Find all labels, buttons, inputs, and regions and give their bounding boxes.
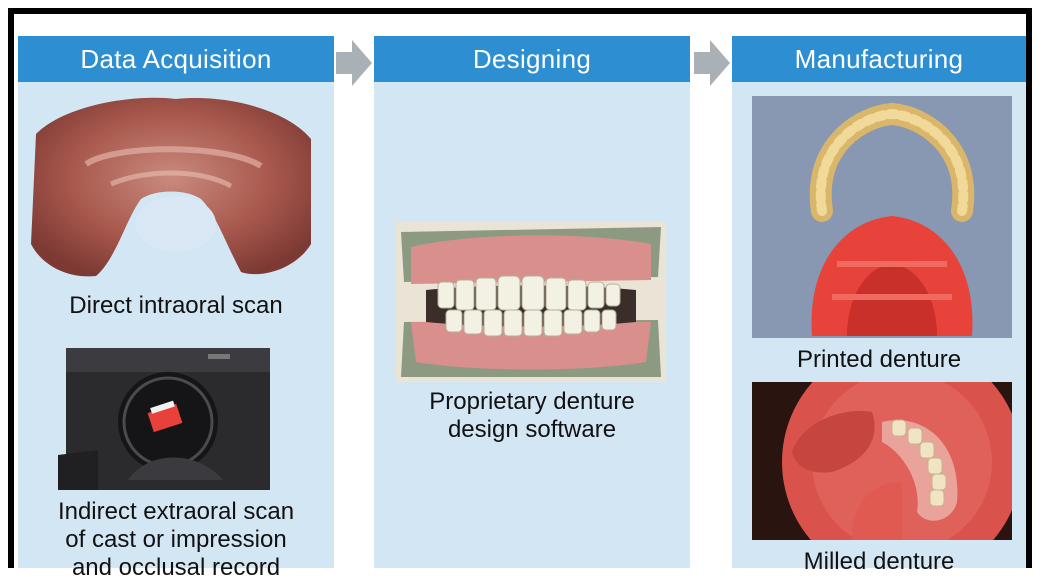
printed-denture-image [752,96,1012,338]
intraoral-scan-image [26,94,316,284]
workflow-diagram: Data Acquisition Direct intraoral scan [8,8,1032,568]
milled-denture-image [752,382,1012,540]
arrow-right-icon [336,40,372,86]
stage-title-designing: Designing [374,36,690,82]
caption-printed-denture: Printed denture [732,346,1026,374]
column-data-acquisition: Data Acquisition Direct intraoral scan [18,36,334,568]
caption-design-software: Proprietary denture design software [374,388,690,444]
stage-title-manufacturing: Manufacturing [732,36,1026,82]
caption-indirect-extraoral-scan: Indirect extraoral scan of cast or impre… [18,498,334,582]
arrow-right-icon [694,40,730,86]
stage-title-data-acquisition: Data Acquisition [18,36,334,82]
extraoral-scanner-image [58,340,278,490]
column-designing: Designing [374,36,690,568]
caption-direct-intraoral-scan: Direct intraoral scan [18,292,334,320]
column-manufacturing: Manufacturing Printed denture [732,36,1026,568]
denture-design-image [396,222,666,382]
